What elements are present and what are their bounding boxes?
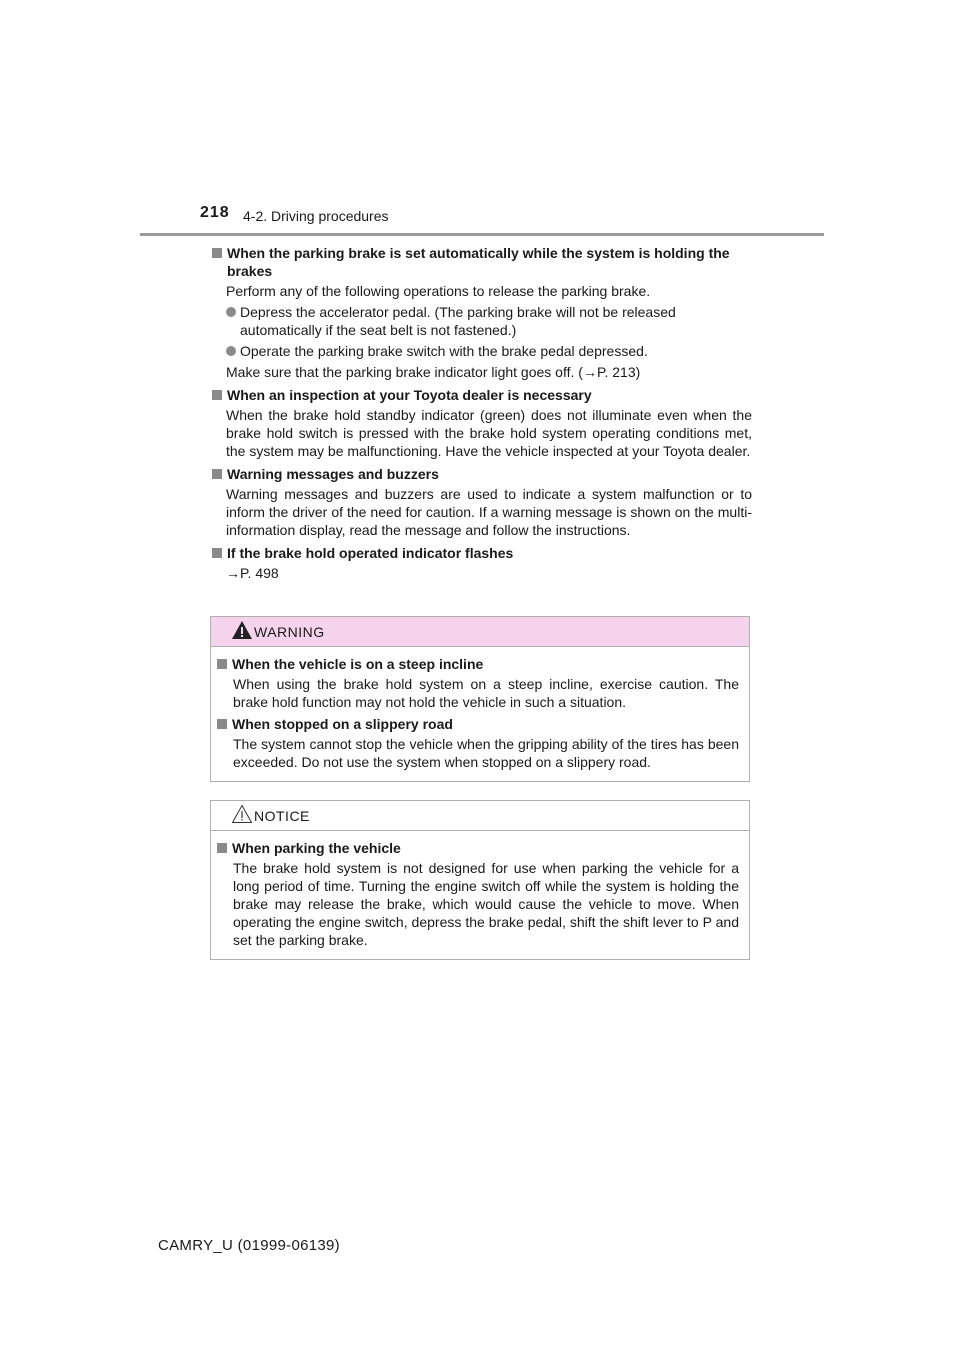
bullet-item: Operate the parking brake switch with th… xyxy=(226,342,752,360)
section-heading: When the parking brake is set automatica… xyxy=(212,244,752,280)
circle-bullet-icon xyxy=(226,307,236,317)
warning-body: When the vehicle is on a steep incline W… xyxy=(211,647,749,781)
section-title: 4-2. Driving procedures xyxy=(243,208,389,224)
circle-bullet-icon xyxy=(226,346,236,356)
square-bullet-icon xyxy=(217,659,227,669)
notice-body: When parking the vehicle The brake hold … xyxy=(211,831,749,959)
section-text: Perform any of the following operations … xyxy=(226,283,651,299)
warning-text: The system cannot stop the vehicle when … xyxy=(233,736,739,770)
warning-heading: When the vehicle is on a steep incline xyxy=(217,655,739,673)
notice-title: NOTICE xyxy=(254,808,310,824)
square-bullet-icon xyxy=(212,469,222,479)
section-text: Make sure that the parking brake indicat… xyxy=(226,364,641,380)
section-heading: Warning messages and buzzers xyxy=(212,465,752,483)
footer-doc-id: CAMRY_U (01999-06139) xyxy=(158,1237,340,1254)
notice-text: The brake hold system is not designed fo… xyxy=(233,860,739,948)
notice-heading: When parking the vehicle xyxy=(217,839,739,857)
page-header: 218 4-2. Driving procedures xyxy=(200,204,824,236)
warning-text: When using the brake hold system on a st… xyxy=(233,676,739,710)
square-bullet-icon xyxy=(212,548,222,558)
square-bullet-icon xyxy=(217,719,227,729)
warning-triangle-icon xyxy=(232,621,252,639)
section-heading: If the brake hold operated indicator fla… xyxy=(212,544,752,562)
page-number: 218 xyxy=(200,204,230,221)
main-content: When the parking brake is set automatica… xyxy=(212,244,752,582)
square-bullet-icon xyxy=(217,843,227,853)
caution-triangle-icon xyxy=(231,804,253,823)
square-bullet-icon xyxy=(212,248,222,258)
notice-box-header: NOTICE xyxy=(211,801,749,831)
square-bullet-icon xyxy=(212,390,222,400)
cross-reference: →P. 498 xyxy=(226,565,279,581)
warning-heading: When stopped on a slippery road xyxy=(217,715,739,733)
warning-box: WARNING When the vehicle is on a steep i… xyxy=(210,616,750,782)
section-heading: When an inspection at your Toyota dealer… xyxy=(212,386,752,404)
notice-box: NOTICE When parking the vehicle The brak… xyxy=(210,800,750,960)
section-text: When the brake hold standby indicator (g… xyxy=(226,407,752,459)
warning-box-header: WARNING xyxy=(211,617,749,647)
section-text: Warning messages and buzzers are used to… xyxy=(226,486,752,538)
header-rule xyxy=(140,233,824,236)
warning-title: WARNING xyxy=(254,624,325,640)
bullet-item: Depress the accelerator pedal. (The park… xyxy=(226,303,752,339)
